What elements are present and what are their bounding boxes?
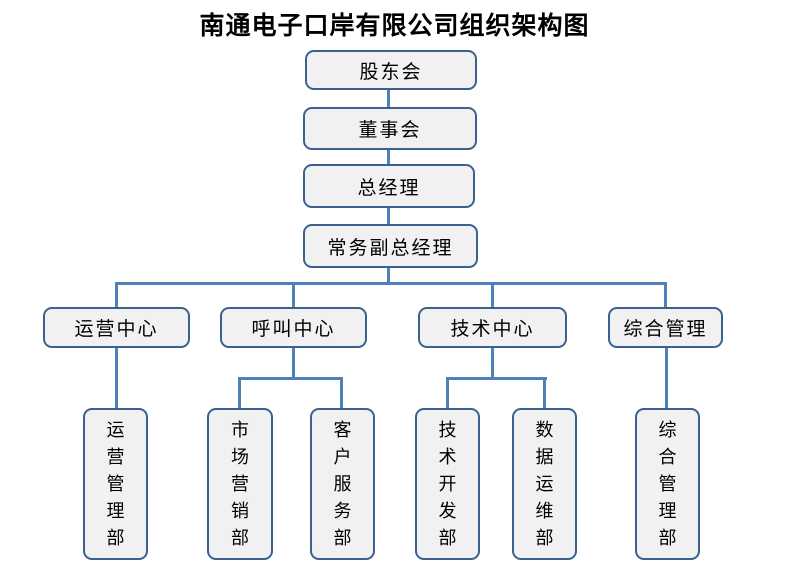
node-label: 客户服务部 bbox=[333, 419, 352, 549]
connector-tech-bar bbox=[446, 377, 547, 380]
node-call-center: 呼叫中心 bbox=[220, 307, 367, 348]
connector-gm-deputy bbox=[387, 208, 390, 224]
node-label: 技术中心 bbox=[450, 318, 535, 340]
connector-operations-dept bbox=[115, 348, 118, 408]
chart-title: 南通电子口岸有限公司组织架构图 bbox=[199, 11, 590, 40]
node-board: 董事会 bbox=[303, 107, 477, 150]
node-label: 技术开发部 bbox=[438, 419, 457, 549]
connector-drop-tech-development-dept bbox=[446, 377, 449, 408]
connector-drop-marketing-dept bbox=[238, 377, 241, 408]
node-customer-service-dept: 客户服务部 bbox=[310, 408, 375, 560]
connector-call-stem bbox=[292, 348, 295, 377]
node-general-management-dept: 综合管理部 bbox=[635, 408, 700, 560]
node-label: 常务副总经理 bbox=[327, 236, 454, 259]
node-label: 市场营销部 bbox=[230, 419, 249, 549]
connector-board-gm bbox=[387, 150, 390, 164]
node-tech-center: 技术中心 bbox=[418, 307, 567, 348]
node-label: 董事会 bbox=[358, 119, 422, 141]
connector-call-bar bbox=[238, 377, 343, 380]
connector-drop-operations-center bbox=[115, 282, 118, 307]
node-data-operations-dept: 数据运维部 bbox=[512, 408, 577, 560]
node-marketing-dept: 市场营销部 bbox=[207, 408, 273, 560]
connector-drop-call-center bbox=[292, 282, 295, 307]
node-operations-center: 运营中心 bbox=[43, 307, 190, 348]
node-operations-management-dept: 运营管理部 bbox=[83, 408, 148, 560]
node-label: 股东会 bbox=[359, 60, 423, 83]
connector-deputy-stem bbox=[387, 268, 390, 282]
node-label: 数据运维部 bbox=[535, 419, 554, 549]
connector-shareholders-board bbox=[387, 90, 390, 107]
connector-general-management-dept bbox=[665, 348, 668, 408]
connector-drop-tech-center bbox=[491, 282, 494, 307]
node-label: 综合管理部 bbox=[658, 419, 677, 549]
node-deputy-general-manager: 常务副总经理 bbox=[303, 224, 478, 268]
node-label: 呼叫中心 bbox=[251, 318, 336, 340]
connector-drop-data-operations-dept bbox=[543, 377, 546, 408]
node-label: 总经理 bbox=[357, 176, 421, 199]
node-shareholders: 股东会 bbox=[305, 50, 477, 90]
node-general-management: 综合管理 bbox=[608, 307, 723, 348]
node-general-manager: 总经理 bbox=[303, 164, 475, 208]
node-label: 综合管理 bbox=[623, 318, 708, 340]
connector-drop-general-management bbox=[664, 282, 667, 307]
node-label: 运营中心 bbox=[74, 318, 159, 340]
node-label: 运营管理部 bbox=[106, 419, 125, 549]
connector-tech-stem bbox=[491, 348, 494, 377]
connector-drop-customer-service-dept bbox=[340, 377, 343, 408]
connector-centers-bar bbox=[115, 282, 667, 285]
node-tech-development-dept: 技术开发部 bbox=[415, 408, 480, 560]
